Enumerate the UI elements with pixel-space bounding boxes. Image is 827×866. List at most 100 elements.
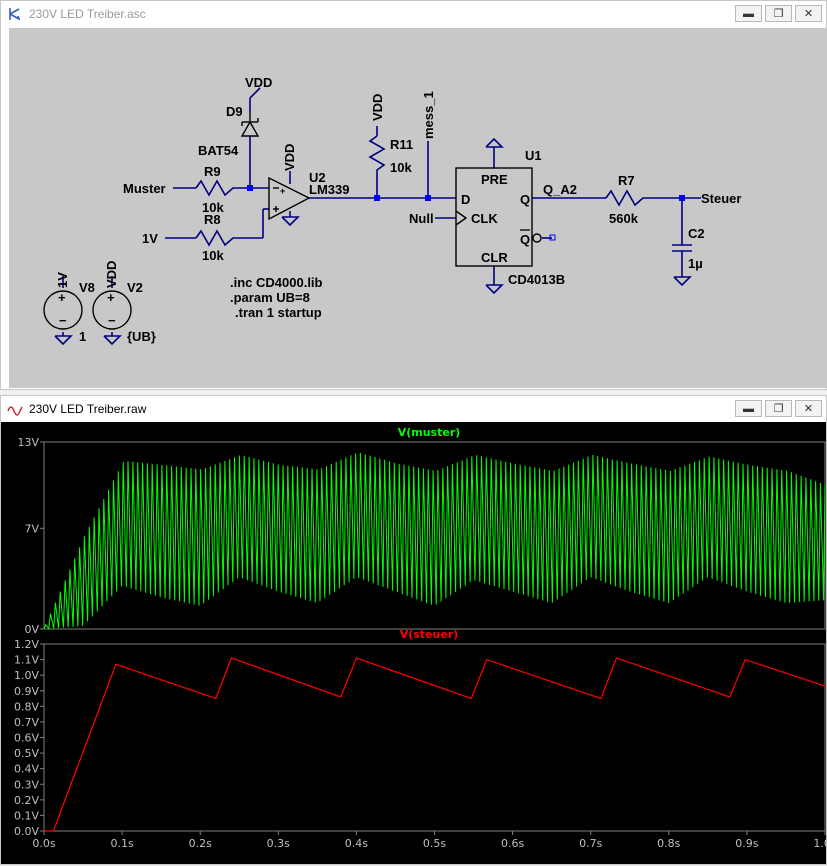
v8-plus: + (58, 290, 66, 305)
label-null: Null (409, 211, 434, 226)
muster-y-tick-label: 0V (24, 623, 39, 636)
wave-minimize-button[interactable]: ▬ (735, 400, 762, 417)
steuer-y-tick-label: 0.0V (14, 825, 39, 838)
waveform-window[interactable]: 230V LED Treiber.raw ▬ ❐ ✕ V(muster) 13V… (0, 395, 827, 865)
waveform-plot-area[interactable]: V(muster) 13V 7V 0V V(steuer) 1.2V 1.1V 1.0V… (1, 422, 827, 866)
label-d9: D9 (226, 104, 243, 119)
muster-y-axis: 13V 7V 0V (17, 436, 44, 636)
wave-maximize-button[interactable]: ❐ (765, 400, 792, 417)
label-vdd-v2: VDD (104, 261, 119, 288)
minimize-button[interactable]: ▬ (735, 5, 762, 22)
muster-y-tick-label: 13V (17, 436, 39, 449)
x-tick-label: 0.3s (267, 837, 290, 850)
steuer-y-tick-label: 0.4V (14, 763, 39, 776)
steuer-y-tick-label: 0.7V (14, 716, 39, 729)
label-v8-value: 1V (55, 272, 70, 288)
muster-pane-frame (43, 441, 826, 630)
label-vdd-top: VDD (245, 75, 272, 90)
label-r11-value: 10k (390, 160, 412, 175)
label-d-pin: D (461, 192, 470, 207)
spice-directive-tran[interactable]: .tran 1 startup (235, 305, 322, 320)
label-steuer: Steuer (701, 191, 741, 206)
v2-minus: − (108, 313, 116, 328)
x-tick-label: 0.4s (345, 837, 368, 850)
x-tick-label: 0.1s (110, 837, 133, 850)
steuer-y-tick-label: 1.0V (14, 669, 39, 682)
label-v8: V8 (79, 280, 95, 295)
label-q-pin: Q (520, 192, 530, 207)
label-c2-value: 1µ (688, 256, 703, 271)
schematic-file-icon (9, 8, 21, 21)
maximize-button[interactable]: ❐ (765, 5, 792, 22)
label-r8: R8 (204, 212, 221, 227)
steuer-trace-title[interactable]: V(steuer) (400, 628, 459, 641)
steuer-y-tick-label: 0.8V (14, 700, 39, 713)
waveform-file-icon (7, 406, 23, 416)
minimize-icon: ▬ (743, 402, 754, 415)
opamp-plus-sign: + (280, 186, 285, 196)
label-r9: R9 (204, 164, 221, 179)
label-vdd-r11: VDD (370, 94, 385, 121)
steuer-y-tick-label: 0.3V (14, 778, 39, 791)
x-tick-label: 0.5s (423, 837, 446, 850)
label-q-a2: Q_A2 (543, 182, 577, 197)
steuer-y-tick-label: 1.1V (14, 654, 39, 667)
schematic-drawing: + − + − + VDD D9 BAT54 R9 10k Muster R8 … (43, 75, 741, 346)
x-tick-label: 0.2s (189, 837, 212, 850)
label-u1: U1 (525, 148, 542, 163)
label-r9-value: 10k (202, 200, 224, 215)
schematic-titlebar[interactable]: 230V LED Treiber.asc ▬ ❐ ✕ (1, 1, 826, 27)
steuer-y-tick-label: 0.9V (14, 685, 39, 698)
label-mess-1: mess_1 (421, 91, 436, 139)
label-v2: V2 (127, 280, 143, 295)
waveform-window-title: 230V LED Treiber.raw (29, 402, 147, 416)
x-tick-label: 0.9s (735, 837, 758, 850)
label-lm339: LM339 (309, 182, 349, 197)
x-tick-label: 0.0s (32, 837, 55, 850)
close-button[interactable]: ✕ (795, 5, 822, 22)
v2-plus: + (107, 290, 115, 305)
label-v2-value: {UB} (127, 329, 156, 344)
spice-directive-param[interactable]: .param UB=8 (230, 290, 310, 305)
steuer-y-axis: 1.2V1.1V1.0V0.9V0.8V0.7V0.6V0.5V0.4V0.3V… (14, 638, 44, 838)
muster-y-tick-label: 7V (24, 522, 39, 535)
steuer-y-tick-label: 0.6V (14, 732, 39, 745)
label-v8-dc: 1 (79, 329, 86, 344)
label-r8-value: 10k (202, 248, 224, 263)
waveform-titlebar[interactable]: 230V LED Treiber.raw ▬ ❐ ✕ (1, 396, 826, 422)
label-clr: CLR (481, 250, 508, 265)
label-r7-value: 560k (609, 211, 639, 226)
close-icon: ✕ (803, 8, 814, 20)
label-qbar-pin: Q (520, 232, 530, 247)
label-u2: U2 (309, 170, 326, 185)
schematic-canvas[interactable]: + − + − + VDD D9 BAT54 R9 10k Muster R8 … (9, 28, 826, 388)
spice-directive-inc[interactable]: .inc CD4000.lib (230, 275, 323, 290)
maximize-icon: ❐ (773, 403, 784, 415)
label-1v: 1V (142, 231, 158, 246)
close-icon: ✕ (803, 403, 814, 415)
minimize-icon: ▬ (743, 7, 754, 20)
label-pre: PRE (481, 172, 508, 187)
steuer-pane-frame (43, 643, 826, 832)
label-r11: R11 (390, 137, 413, 152)
muster-trace[interactable] (43, 452, 826, 630)
muster-trace-title[interactable]: V(muster) (398, 426, 461, 439)
label-bat54: BAT54 (198, 143, 239, 158)
label-cd4013b: CD4013B (508, 272, 565, 287)
label-clk-pin: CLK (471, 211, 498, 226)
v8-minus: − (59, 313, 67, 328)
steuer-y-tick-label: 1.2V (14, 638, 39, 651)
x-tick-label: 0.8s (657, 837, 680, 850)
x-tick-label: 1.0s (813, 837, 827, 850)
label-muster: Muster (123, 181, 166, 196)
maximize-icon: ❐ (773, 8, 784, 20)
steuer-y-tick-label: 0.2V (14, 794, 39, 807)
steuer-trace[interactable] (44, 657, 826, 832)
label-r7: R7 (618, 173, 635, 188)
label-vdd-u2: VDD (282, 144, 297, 171)
schematic-window[interactable]: 230V LED Treiber.asc ▬ ❐ ✕ (0, 0, 827, 390)
x-tick-label: 0.6s (501, 837, 524, 850)
wave-close-button[interactable]: ✕ (795, 400, 822, 417)
steuer-y-tick-label: 0.1V (14, 809, 39, 822)
